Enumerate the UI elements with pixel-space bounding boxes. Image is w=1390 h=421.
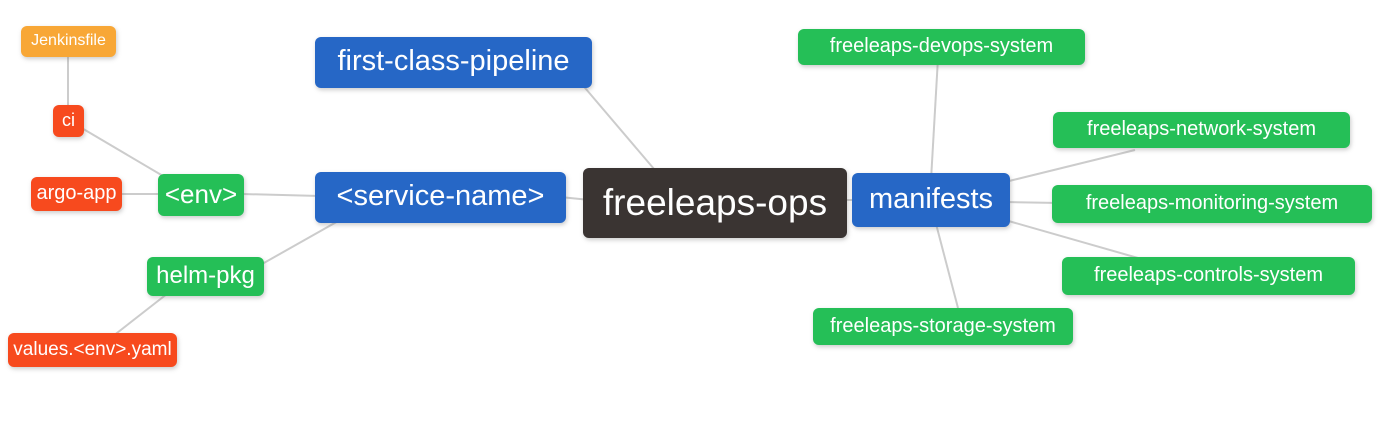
node-env[interactable]: <env> xyxy=(158,174,244,216)
node-ci[interactable]: ci xyxy=(53,105,84,137)
node-jenkinsfile[interactable]: Jenkinsfile xyxy=(21,26,116,57)
edge-first-class-pipeline-freeleaps-ops xyxy=(579,81,661,177)
node-helm-pkg[interactable]: helm-pkg xyxy=(147,257,264,296)
edge-manifests-freeleaps-network-system xyxy=(1004,149,1136,183)
node-argo-app[interactable]: argo-app xyxy=(31,177,122,211)
node-freeleaps-monitoring-system[interactable]: freeleaps-monitoring-system xyxy=(1052,185,1372,223)
node-manifests[interactable]: manifests xyxy=(852,173,1010,227)
node-service-name[interactable]: <service-name> xyxy=(315,172,566,223)
node-values-env-yaml[interactable]: values.<env>.yaml xyxy=(8,333,177,367)
edge-env-service-name xyxy=(241,193,321,197)
node-freeleaps-network-system[interactable]: freeleaps-network-system xyxy=(1053,112,1350,148)
node-first-class-pipeline[interactable]: first-class-pipeline xyxy=(315,37,592,88)
edge-service-name-helm-pkg xyxy=(254,219,341,269)
edge-helm-pkg-values-env-yaml xyxy=(107,289,173,341)
node-freeleaps-controls-system[interactable]: freeleaps-controls-system xyxy=(1062,257,1355,295)
edge-manifests-freeleaps-devops-system xyxy=(930,57,939,181)
edge-manifests-freeleaps-monitoring-system xyxy=(1004,201,1061,204)
node-freeleaps-devops-system[interactable]: freeleaps-devops-system xyxy=(798,29,1085,65)
edge-manifests-freeleaps-storage-system xyxy=(934,219,959,309)
node-freeleaps-storage-system[interactable]: freeleaps-storage-system xyxy=(813,308,1073,345)
node-freeleaps-ops[interactable]: freeleaps-ops xyxy=(583,168,847,238)
edge-manifests-freeleaps-controls-system xyxy=(1004,219,1146,261)
